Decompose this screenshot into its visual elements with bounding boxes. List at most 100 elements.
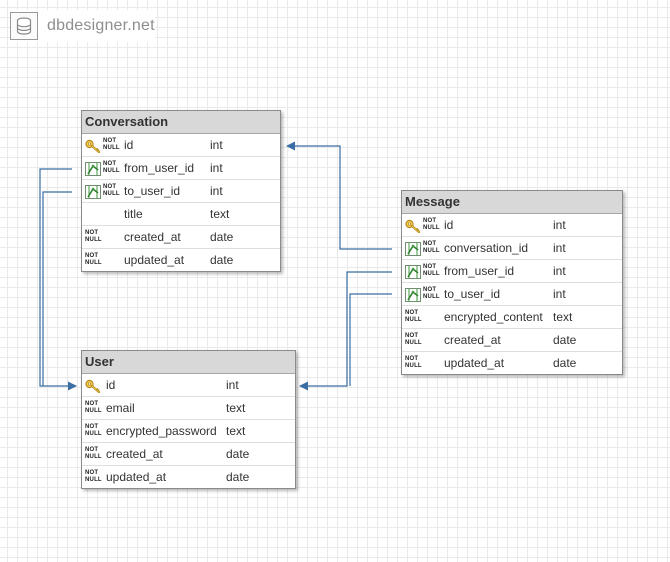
relation-conversation-to-user[interactable] — [42, 191, 72, 386]
table-title[interactable]: Message — [402, 191, 622, 214]
column-name: id — [106, 378, 116, 392]
column-name: updated_at — [106, 470, 167, 484]
not-null-label-line: NULL — [405, 317, 422, 323]
not-null-label-line: NULL — [85, 454, 102, 460]
not-null-label-line: NULL — [103, 191, 120, 197]
column-name: email — [106, 401, 135, 415]
column-type: text — [210, 207, 230, 221]
not-null-label-line: NULL — [423, 294, 440, 300]
column-type: int — [210, 161, 223, 175]
column-name: id — [124, 138, 134, 152]
not-null-label-line: NULL — [423, 248, 440, 254]
relation-message-to-user[interactable] — [349, 293, 392, 386]
not-null-label-line: NOT — [85, 230, 99, 236]
not-null-label-line: NOT — [103, 138, 117, 144]
not-null-label-line: NULL — [423, 225, 440, 231]
column-type: date — [226, 447, 250, 461]
column-name: conversation_id — [444, 241, 529, 255]
not-null-label-line: NOT — [103, 161, 117, 167]
foreign-key-icon — [85, 161, 101, 176]
column-name: from_user_id — [444, 264, 515, 278]
not-null-label-line: NOT — [85, 424, 99, 430]
column-type: int — [553, 241, 566, 255]
column-type: int — [226, 378, 239, 392]
not-null-label-line: NOT — [85, 470, 99, 476]
relation-conversation-from-user[interactable] — [39, 168, 77, 391]
key-icon — [85, 378, 101, 394]
database-icon — [10, 12, 38, 40]
column-type: date — [210, 253, 234, 267]
column-name: id — [444, 218, 454, 232]
relation-message-from-user[interactable] — [299, 271, 392, 391]
table-title[interactable]: Conversation — [82, 111, 280, 134]
foreign-key-icon — [85, 184, 101, 199]
not-null-label-line: NOT — [423, 241, 437, 247]
column-name: created_at — [124, 230, 181, 244]
column-name: to_user_id — [124, 184, 181, 198]
column-row[interactable]: title text — [82, 203, 280, 226]
brand-name: dbdesigner.net — [47, 17, 155, 34]
column-name: to_user_id — [444, 287, 501, 301]
column-type: int — [553, 264, 566, 278]
column-name: title — [124, 207, 143, 221]
column-type: text — [553, 310, 573, 324]
column-name: encrypted_password — [106, 424, 217, 438]
key-icon — [85, 138, 101, 154]
column-type: int — [553, 218, 566, 232]
column-type: date — [553, 356, 577, 370]
column-type: text — [226, 401, 246, 415]
not-null-label-line: NULL — [103, 168, 120, 174]
column-row[interactable]: id int — [82, 374, 295, 397]
column-name: encrypted_content — [444, 310, 543, 324]
column-name: updated_at — [124, 253, 185, 267]
column-type: text — [226, 424, 246, 438]
key-icon — [405, 218, 421, 234]
not-null-label-line: NULL — [85, 237, 102, 243]
brand-logo[interactable]: dbdesigner.net — [10, 10, 155, 42]
column-type: date — [553, 333, 577, 347]
foreign-key-icon — [405, 264, 421, 279]
table-title[interactable]: User — [82, 351, 295, 374]
relation-message-conversation[interactable] — [286, 141, 392, 250]
not-null-label-line: NOT — [423, 264, 437, 270]
not-null-label-line: NULL — [405, 363, 422, 369]
not-null-label-line: NOT — [85, 401, 99, 407]
foreign-key-icon — [405, 241, 421, 256]
not-null-label-line: NOT — [405, 356, 419, 362]
column-name: created_at — [444, 333, 501, 347]
